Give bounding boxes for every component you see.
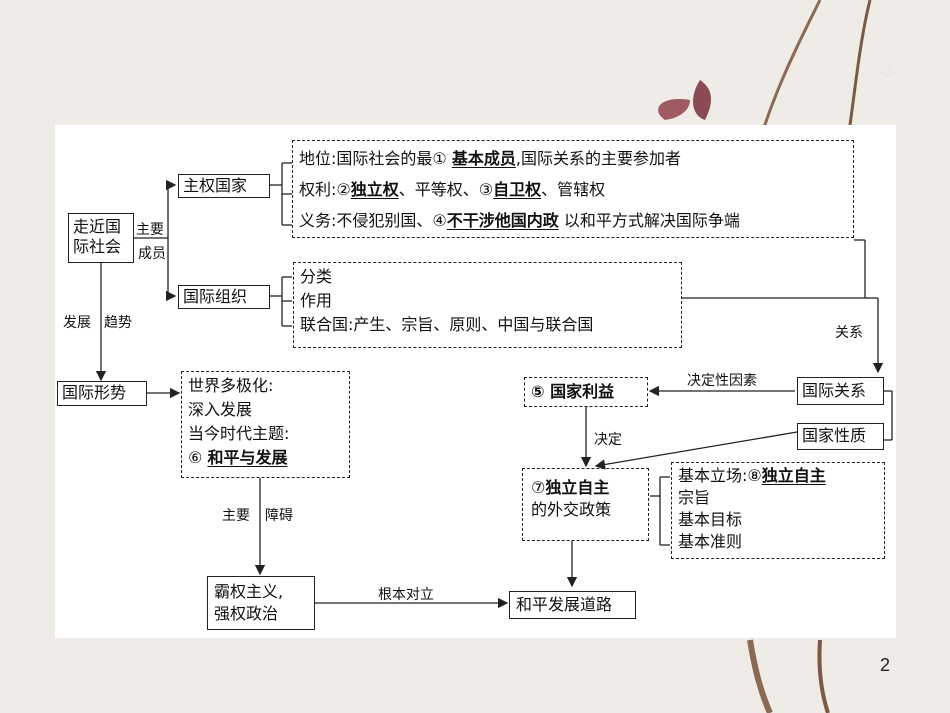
label-decide: 决定 <box>594 432 622 448</box>
node-approach-intl-society: 走近国 际社会 <box>68 213 134 263</box>
sovereign-detail-box: 地位:国际社会的最① 基本成员,国际关系的主要参加者 权利:②独立权、平等权、③… <box>292 140 854 238</box>
node-national-nature: 国家性质 <box>797 423 884 450</box>
label-trend: 趋势 <box>104 315 132 331</box>
rights-line: 权利:②独立权、平等权、③自卫权、管辖权 <box>299 180 606 199</box>
situation-detail-box: 世界多极化: 深入发展 当今时代主题: ⑥ 和平与发展 <box>181 371 350 478</box>
corner-page-number: -2- <box>879 64 898 80</box>
node-intl-organization: 国际组织 <box>178 285 270 309</box>
label-members: 成员 <box>138 246 166 262</box>
label-opposition: 根本对立 <box>378 587 434 603</box>
node-hegemony: 霸权主义, 强权政治 <box>207 576 315 630</box>
label-obstacle: 障碍 <box>265 508 293 524</box>
node-intl-situation: 国际形势 <box>57 381 147 406</box>
label-relation: 关系 <box>835 325 863 341</box>
node-peace-development-road: 和平发展道路 <box>509 591 636 619</box>
org-detail-box: 分类 作用 联合国:产生、宗旨、原则、中国与联合国 <box>293 262 682 348</box>
status-line: 地位:国际社会的最① 基本成员,国际关系的主要参加者 <box>299 149 681 168</box>
page-number: 2 <box>880 655 891 675</box>
node-national-interest: ⑤ 国家利益 <box>524 377 648 407</box>
policy-detail-box: 基本立场:⑧独立自主 宗旨 基本目标 基本准则 <box>671 462 885 559</box>
duties-line: 义务:不侵犯别国、④不干涉他国内政 以和平方式解决国际争端 <box>299 211 740 230</box>
label-main: 主要 <box>136 222 164 238</box>
label-develop: 发展 <box>63 315 91 331</box>
node-sovereign-state: 主权国家 <box>178 174 270 198</box>
node-independent-foreign-policy: ⑦独立自主 的外交政策 <box>522 468 649 541</box>
label-decisive-factor: 决定性因素 <box>687 373 757 389</box>
node-intl-relations: 国际关系 <box>797 377 884 405</box>
diagram-panel <box>55 125 896 638</box>
label-main-2: 主要 <box>222 508 250 524</box>
